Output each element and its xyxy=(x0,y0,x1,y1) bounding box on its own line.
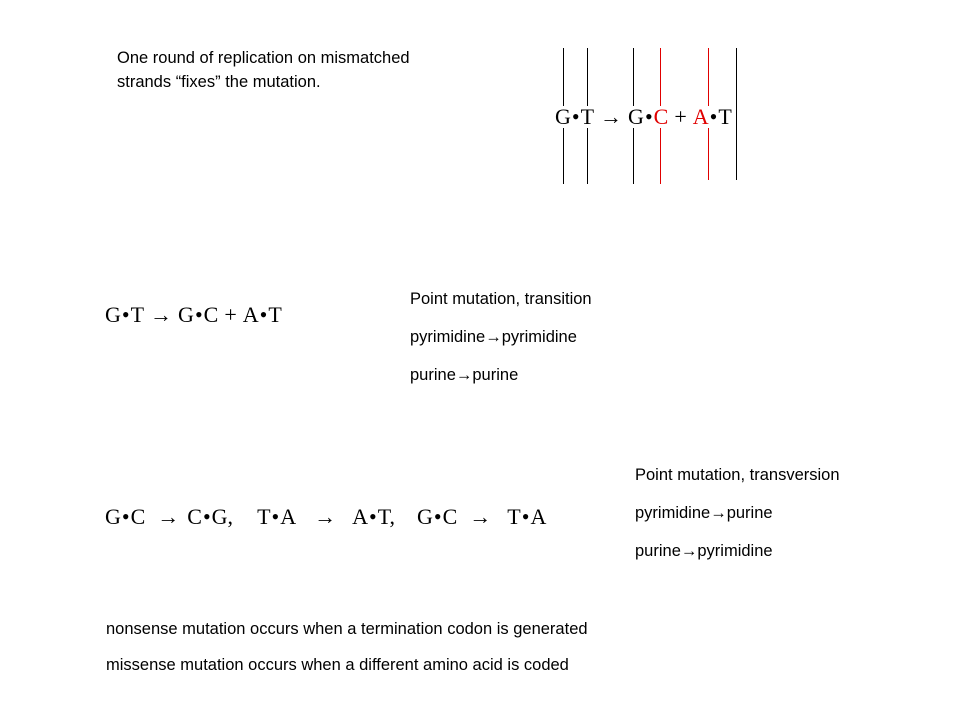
base-g: G xyxy=(555,104,571,129)
arrow-icon: → xyxy=(150,302,173,327)
intro-text-line-1: One round of replication on mismatched xyxy=(117,49,410,67)
base: A xyxy=(352,504,368,529)
missense-definition: missense mutation occurs when a differen… xyxy=(106,656,569,674)
arrow-icon: → xyxy=(314,504,337,529)
rule-left: pyrimidine xyxy=(410,328,486,346)
base: G xyxy=(105,504,121,529)
intro-text-line-2: strands “fixes” the mutation. xyxy=(117,73,321,91)
pair-dot: • xyxy=(521,504,530,529)
base-t: T xyxy=(718,104,732,129)
rule-left: purine xyxy=(635,542,681,560)
arrow-icon: → xyxy=(455,366,473,384)
pair-dot: • xyxy=(644,104,653,129)
base: C xyxy=(130,504,146,529)
rule-left: pyrimidine xyxy=(635,504,711,522)
base-t: T xyxy=(580,104,595,129)
base-c-new: C xyxy=(653,104,669,129)
base: C xyxy=(442,504,458,529)
base: A xyxy=(280,504,297,529)
transversion-title: Point mutation, transversion xyxy=(635,466,840,484)
transversion-rule-1: pyrimidine→purine xyxy=(635,505,773,522)
transition-rule-1: pyrimidine→pyrimidine xyxy=(410,329,577,346)
base: A xyxy=(530,504,547,529)
arrow-icon: → xyxy=(600,104,623,129)
plus-sign: + xyxy=(224,302,237,327)
top-equation: G•T→G•C+A•T xyxy=(553,106,734,128)
pair-dot: • xyxy=(709,104,718,129)
pair-dot: • xyxy=(121,302,130,327)
transition-title: Point mutation, transition xyxy=(410,290,592,308)
base-g: G xyxy=(628,104,644,129)
rule-right: purine xyxy=(726,504,773,522)
rule-left: purine xyxy=(410,366,456,384)
pair-dot: • xyxy=(571,104,580,129)
transversion-rule-2: purine→pyrimidine xyxy=(635,543,773,560)
base-a: A xyxy=(242,302,259,327)
pair-dot: • xyxy=(271,504,280,529)
strand-6 xyxy=(736,48,737,180)
base: G, xyxy=(211,504,234,529)
base-g: G xyxy=(178,302,194,327)
arrow-icon: → xyxy=(680,542,698,560)
pair-dot: • xyxy=(433,504,442,529)
nonsense-definition: nonsense mutation occurs when a terminat… xyxy=(106,620,588,638)
transition-rule-2: purine→purine xyxy=(410,367,518,384)
base: T xyxy=(257,504,271,529)
transition-equation: G•T→G•C+A•T xyxy=(105,304,282,326)
pair-dot: • xyxy=(202,504,211,529)
base: T xyxy=(507,504,521,529)
pair-dot: • xyxy=(369,504,377,529)
transversion-pair-3: G•C→T•A xyxy=(417,504,546,529)
pair-dot: • xyxy=(121,504,130,529)
base-a-new: A xyxy=(692,104,709,129)
base-t: T xyxy=(268,302,282,327)
pair-dot: • xyxy=(194,302,203,327)
rule-right: purine xyxy=(472,366,519,384)
arrow-icon: → xyxy=(710,504,727,522)
arrow-icon: → xyxy=(469,504,492,529)
base-c: C xyxy=(203,302,219,327)
base-g: G xyxy=(105,302,121,327)
base: T, xyxy=(377,504,396,529)
pair-dot: • xyxy=(259,302,268,327)
rule-right: pyrimidine xyxy=(697,542,773,560)
rule-right: pyrimidine xyxy=(501,328,577,346)
base: G xyxy=(417,504,433,529)
transversion-equation: G•C→C•G,T•A→A•T,G•C→T•A xyxy=(105,506,546,528)
transversion-pair-1: G•C→C•G, xyxy=(105,504,233,529)
arrow-icon: → xyxy=(157,504,180,529)
base-t: T xyxy=(130,302,145,327)
transversion-pair-2: T•A→A•T, xyxy=(257,504,395,529)
plus-sign: + xyxy=(674,104,687,129)
base: C xyxy=(187,504,202,529)
arrow-icon: → xyxy=(485,328,502,346)
